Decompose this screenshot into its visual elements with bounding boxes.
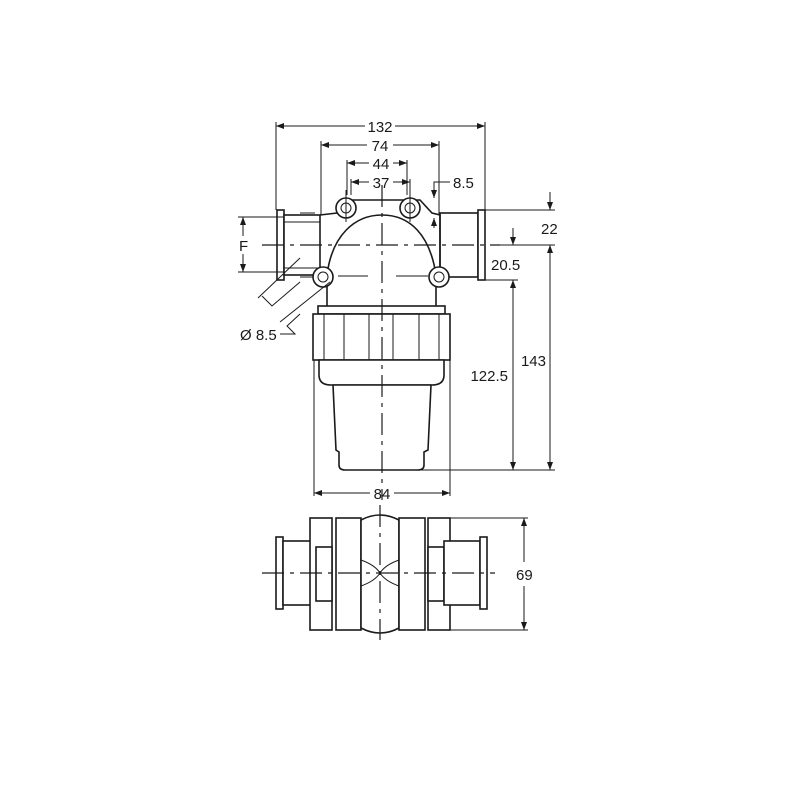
bowl-collar <box>318 359 445 386</box>
dim-84: 84 <box>374 486 391 503</box>
dim-hole-diameter: Ø 8.5 <box>240 327 277 344</box>
dim-22: 22 <box>541 221 558 238</box>
dim-132: 132 <box>367 119 392 136</box>
dimension-lines <box>238 122 555 496</box>
dim-69: 69 <box>516 567 533 584</box>
dim-8-5: 8.5 <box>453 175 474 192</box>
bottom-view: 69 <box>262 505 533 640</box>
dim-20-5: 20.5 <box>491 257 520 274</box>
mounting-holes <box>312 197 450 288</box>
front-view: 132 74 44 37 8.5 22 20.5 122.5 143 84 F … <box>238 119 558 503</box>
dim-143: 143 <box>521 353 546 370</box>
dim-74: 74 <box>372 138 389 155</box>
dim-37: 37 <box>373 175 390 192</box>
thread-label-f: F <box>239 238 248 255</box>
dim-44: 44 <box>373 156 390 173</box>
dim-122-5: 122.5 <box>470 368 508 385</box>
